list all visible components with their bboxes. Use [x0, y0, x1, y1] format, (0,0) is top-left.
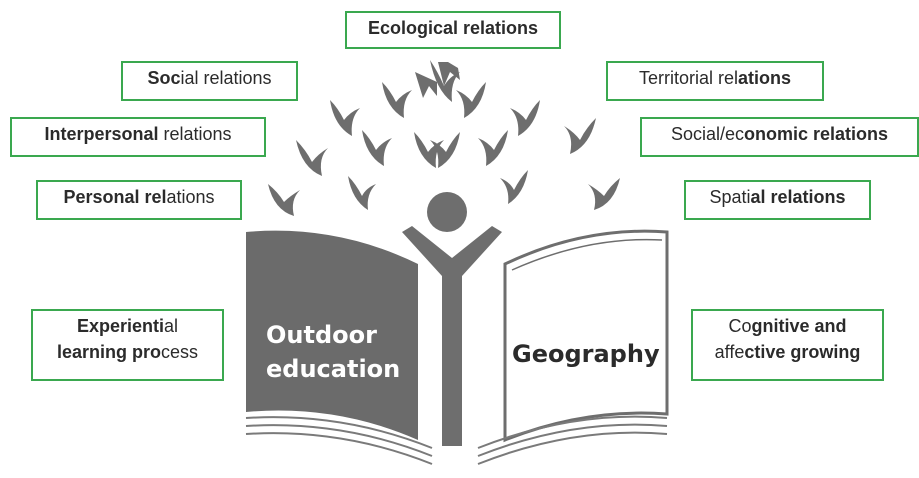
label-personal-bold: Personal rel	[63, 187, 167, 207]
leaf	[478, 130, 508, 166]
leaf	[348, 176, 376, 210]
leaf	[430, 60, 460, 102]
label-socioeconomic-bold: onomic relations	[744, 124, 889, 144]
book-left-page	[246, 230, 418, 440]
label-experiential-line1-rest: al	[164, 316, 179, 336]
leaf-shapes	[268, 60, 620, 216]
label-cognitive-line1: Cognitive and	[699, 313, 876, 339]
figure	[402, 192, 502, 446]
label-cognitive-line1-plain: Co	[728, 316, 752, 336]
label-personal-rest: ations	[166, 187, 215, 207]
label-social-relations: Social relations	[121, 61, 298, 101]
label-interpersonal-bold: Interpersonal	[44, 124, 159, 144]
label-spatial-bold: al relations	[750, 187, 846, 207]
label-personal-relations: Personal relations	[36, 180, 242, 220]
label-ecological-text: Ecological relations	[367, 18, 539, 38]
leaf	[268, 184, 300, 216]
label-ecological-relations: Ecological relations	[345, 11, 561, 49]
figure-head	[427, 192, 467, 232]
leaf	[430, 132, 460, 168]
label-social-bold: Soc	[147, 68, 181, 88]
label-experiential-line1-bold: Experienti	[76, 316, 164, 336]
label-experiential-line1: Experiential	[39, 313, 216, 339]
book	[245, 229, 669, 465]
book-left-title: Outdoor education	[266, 318, 400, 386]
leaf	[330, 100, 360, 136]
label-cognitive-line2: affective growing	[699, 339, 876, 365]
label-interpersonal-relations: Interpersonal relations	[10, 117, 266, 157]
label-spatial-plain: Spati	[709, 187, 751, 207]
label-territorial-plain: Territorial rel	[638, 68, 738, 88]
label-experiential-line2-rest: cess	[161, 342, 199, 362]
leaf	[414, 132, 444, 168]
leaf	[564, 118, 596, 154]
label-experiential-learning: Experiential learning process	[31, 309, 224, 381]
label-cognitive-line2-plain: affe	[714, 342, 745, 362]
leaf	[456, 82, 486, 118]
book-bottom-lines	[245, 415, 668, 465]
label-cognitive-line2-bold: ctive growing	[744, 342, 861, 362]
label-experiential-line2: learning process	[39, 339, 216, 365]
book-left-line1: Outdoor	[266, 321, 377, 349]
label-social-rest: ial relations	[180, 68, 272, 88]
label-socioeconomic-plain: Social/ec	[670, 124, 744, 144]
label-experiential-line2-bold: learning pro	[56, 342, 161, 362]
leaf	[362, 130, 392, 166]
leaf	[510, 100, 540, 136]
label-interpersonal-rest: relations	[158, 124, 232, 144]
label-territorial-bold: ations	[738, 68, 792, 88]
figure-body	[402, 226, 502, 446]
label-social-economic-relations: Social/economic relations	[640, 117, 919, 157]
label-cognitive-line1-bold: gnitive and	[751, 316, 847, 336]
label-territorial-relations: Territorial relations	[606, 61, 824, 101]
leaf	[588, 178, 620, 210]
label-cognitive-affective: Cognitive and affective growing	[691, 309, 884, 381]
book-right-page-edge	[511, 238, 663, 271]
leaf	[382, 82, 412, 118]
leaf	[500, 170, 528, 204]
leaf	[296, 140, 328, 176]
label-spatial-relations: Spatial relations	[684, 180, 871, 220]
book-left-line2: education	[266, 355, 401, 383]
book-right-title: Geography	[512, 340, 660, 368]
leaf	[415, 62, 460, 98]
